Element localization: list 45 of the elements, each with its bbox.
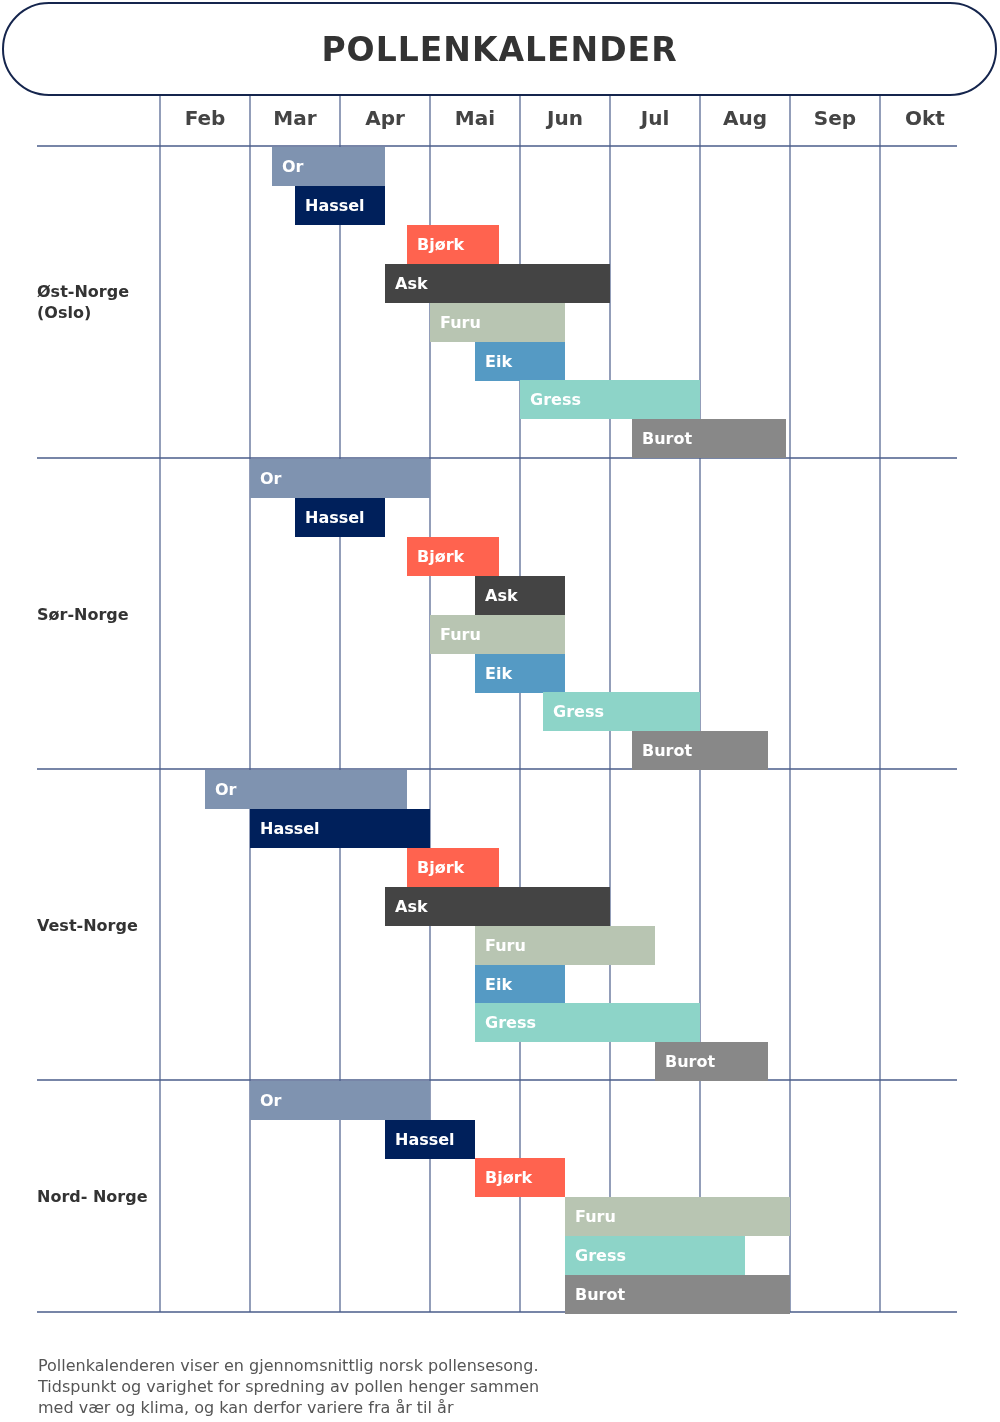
season-bar: Eik [475,653,565,693]
season-bar: Furu [430,614,565,654]
season-bar: Gress [543,692,700,732]
season-bar: Ask [475,575,565,615]
month-label: Aug [721,106,768,130]
month-label: Mai [453,106,497,130]
season-bar: Gress [565,1235,745,1275]
season-bar: Or [250,1081,430,1120]
season-bar: Burot [632,419,786,459]
month-label: Jun [545,106,584,130]
season-bar: Hassel [385,1119,475,1159]
footnote: Pollenkalenderen viser en gjennomsnittlig norsk pollensesong. Tidspunkt og varighet for spredning av pollen henger sammen med vær og klima, og kan derfor variere fra år til år [38,1355,541,1418]
season-bar: Eik [475,964,565,1004]
season-bar: Bjørk [407,224,499,264]
season-bar: Burot [632,731,768,771]
season-bar: Burot [655,1042,768,1082]
month-label: Feb [183,106,227,130]
season-bar: Ask [385,263,610,303]
region-label: Vest-Norge [37,914,139,935]
season-bar: Furu [565,1197,790,1237]
season-bar: Hassel [295,185,385,225]
region-label: Sør-Norge [37,603,130,624]
season-bar: Furu [475,925,655,965]
region-label: Øst-Norge (Oslo) [37,281,130,323]
season-bar: Eik [475,341,565,381]
season-bar: Bjørk [407,847,499,887]
season-bar: Or [272,147,385,186]
month-label: Jul [638,106,671,130]
season-bar: Ask [385,886,610,926]
season-bar: Bjørk [475,1158,565,1198]
month-label: Mar [272,106,318,130]
season-bar: Bjørk [407,536,499,576]
season-bar: Gress [520,380,700,420]
season-bar: Gress [475,1003,700,1043]
month-label: Apr [364,106,406,130]
season-bar: Or [205,770,407,809]
season-bar: Hassel [250,808,430,848]
season-bar: Burot [565,1274,790,1314]
region-label: Nord- Norge [37,1185,149,1207]
season-bar: Hassel [295,497,385,537]
season-bar: Or [250,459,430,498]
season-bar: Furu [430,302,565,342]
title: POLLENKALENDER [321,29,678,69]
month-label: Sep [812,106,858,130]
month-label: Okt [904,106,946,130]
